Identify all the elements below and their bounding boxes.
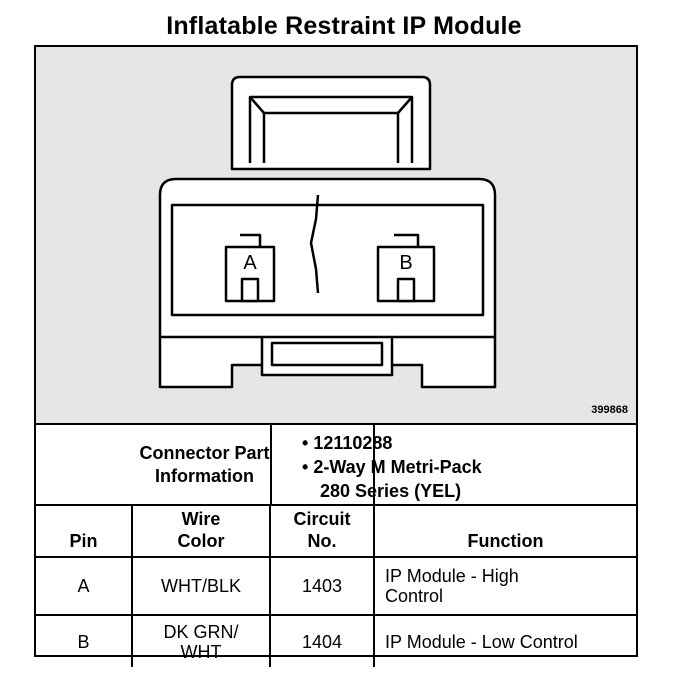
wire-color-cell: WHT/BLK: [131, 556, 271, 616]
header-wire-color: Wire Color: [131, 504, 271, 558]
connector-info-row: Connector Part Information: [36, 425, 636, 506]
connector-frame: A B 399868 Connector Part Information Pi…: [34, 45, 638, 667]
table-row: A WHT/BLK 1403 IP Module - High Control: [36, 556, 637, 616]
body-inner-outline: [170, 203, 485, 317]
pinout-table: Connector Part Information Pin Wire Colo…: [36, 425, 637, 667]
center-divider: [309, 194, 320, 294]
function-cell: IP Module - High Control: [373, 556, 637, 616]
cavity-b: [376, 245, 436, 303]
latch-inner-outline: [248, 95, 414, 163]
connector-info-list: • 12110288 • 2-Way M Metri-Pack 280 Seri…: [270, 425, 636, 505]
header-circuit: Circuit No.: [268, 504, 376, 558]
list-item: • 12110288: [302, 433, 393, 453]
connector-drawing: A B: [158, 75, 497, 389]
circuit-cell: 1404: [268, 614, 376, 667]
list-item: • 2-Way M Metri-Pack: [302, 457, 482, 477]
connector-body: [158, 177, 497, 389]
header-row: Pin Wire Color Circuit No. Function: [36, 504, 637, 558]
cavity-a-label: A: [243, 252, 257, 274]
pin-cell: B: [36, 614, 133, 667]
page-title: Inflatable Restraint IP Module: [166, 12, 522, 40]
connector-figure: A B 399868: [36, 47, 636, 425]
table-row: B DK GRN/ WHT 1404 IP Module - Low Contr…: [36, 614, 637, 667]
cavity-a: [224, 245, 276, 303]
list-item: 280 Series (YEL): [320, 481, 462, 501]
function-cell: IP Module - Low Control: [373, 614, 637, 667]
pin-cell: A: [36, 556, 133, 616]
wire-color-cell: DK GRN/ WHT: [131, 614, 271, 667]
latch-inner-detail: [262, 111, 400, 163]
header-function: Function: [373, 504, 637, 558]
header-pin: Pin: [36, 504, 133, 558]
circuit-cell: 1403: [268, 556, 376, 616]
connector-info-label: Connector Part Information: [36, 425, 376, 506]
connector-latch: [230, 75, 432, 171]
cavity-b-label: B: [399, 252, 412, 274]
figure-number: 399868: [591, 404, 628, 416]
